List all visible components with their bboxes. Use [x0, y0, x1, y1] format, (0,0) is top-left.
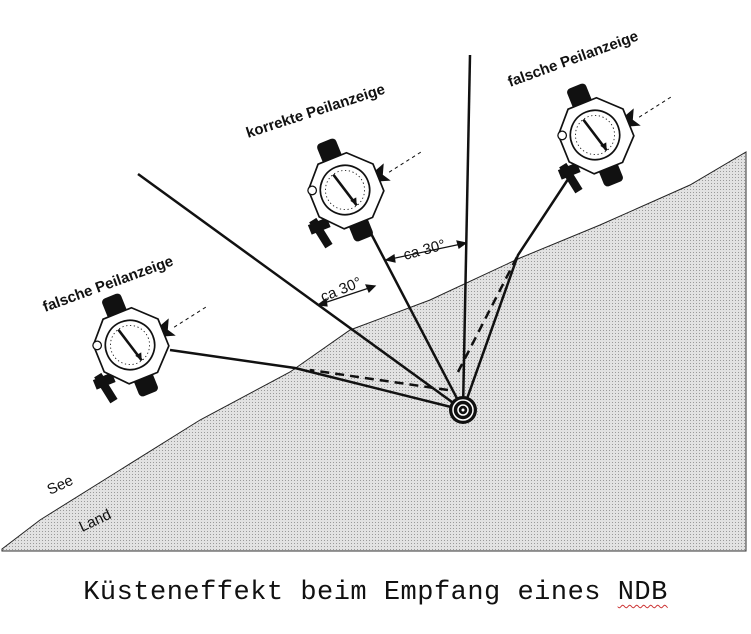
- caption-text: Küsteneffekt beim Empfang eines: [83, 578, 601, 608]
- angle-marker-left: [316, 284, 377, 307]
- dashed-line-right: [456, 254, 520, 373]
- caption-abbreviation: NDB: [617, 578, 668, 608]
- angle-marker-right: [384, 240, 468, 263]
- refracted-lines: [309, 254, 520, 392]
- bearing-line-center: [363, 221, 465, 411]
- reference-line-left: [137, 172, 464, 412]
- ndb-station: [449, 396, 477, 424]
- dashed-line-left: [309, 368, 449, 392]
- reference-line-top: [461, 54, 472, 411]
- bearing-line-left: [169, 348, 464, 412]
- bearing-line-right: [461, 157, 584, 411]
- bearing-lines: [137, 54, 584, 412]
- figure-caption: Küsteneffekt beim Empfang eines NDB: [0, 578, 751, 608]
